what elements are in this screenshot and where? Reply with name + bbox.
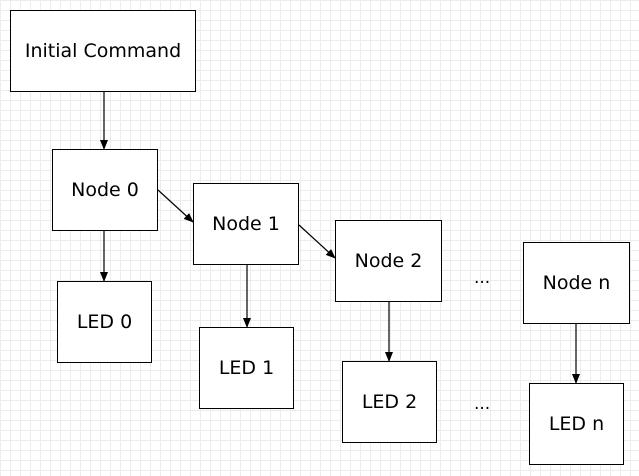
ellipsis-nodes: ...: [474, 268, 491, 288]
led-2-label: LED 2: [361, 391, 418, 413]
edge-node-0-to-node-1: [157, 189, 194, 223]
led-n-label: LED n: [548, 413, 605, 435]
edge-node-1-to-node-2: [298, 224, 336, 259]
led-0-box: LED 0: [57, 281, 152, 363]
led-2-box: LED 2: [342, 361, 437, 443]
node-2-box: Node 2: [335, 220, 442, 302]
led-n-box: LED n: [529, 383, 624, 465]
node-0-label: Node 0: [71, 179, 139, 201]
node-1-label: Node 1: [212, 213, 280, 235]
led-1-box: LED 1: [199, 327, 294, 409]
node-1-box: Node 1: [193, 183, 299, 265]
ellipsis-leds: ...: [474, 394, 491, 414]
initial-command-box: Initial Command: [10, 10, 196, 92]
led-0-label: LED 0: [76, 311, 133, 333]
initial-command-label: Initial Command: [24, 40, 182, 62]
node-n-box: Node n: [523, 242, 630, 324]
node-n-label: Node n: [542, 272, 611, 294]
led-1-label: LED 1: [218, 357, 275, 379]
node-0-box: Node 0: [52, 149, 158, 231]
node-2-label: Node 2: [354, 250, 423, 272]
